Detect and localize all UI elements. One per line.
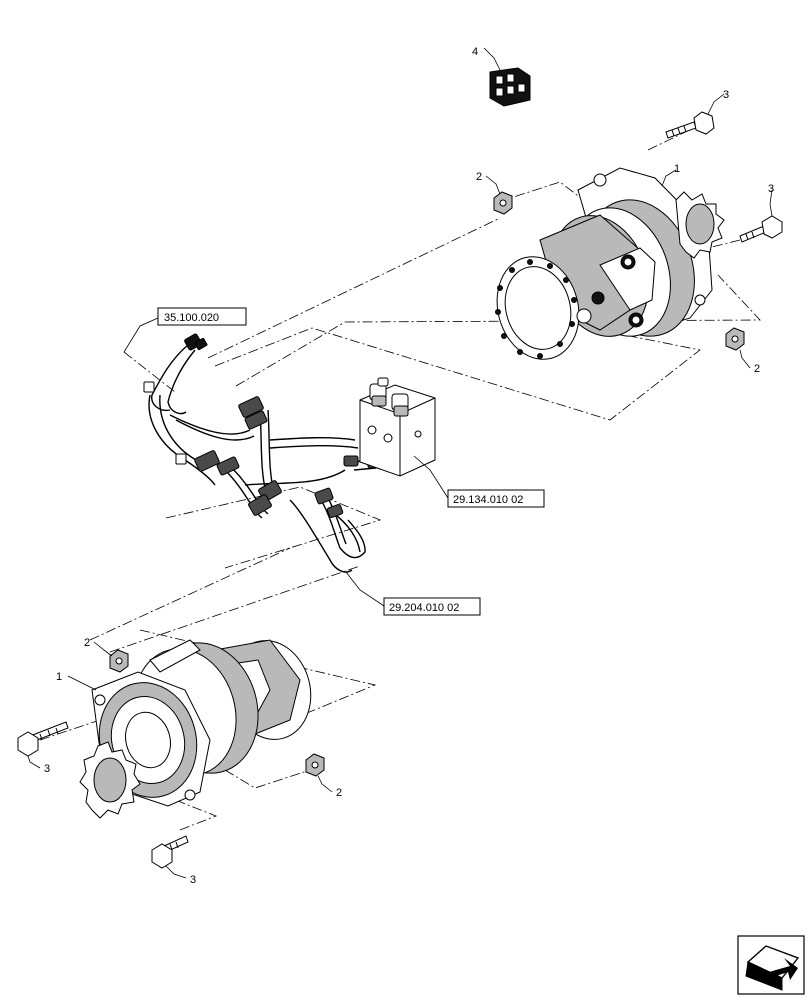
callout-bolt-top-right: 3 — [768, 183, 774, 195]
callout-nut-bottom-right: 2 — [336, 787, 342, 799]
reference-harness-text: 35.100.020 — [164, 312, 219, 324]
callout-motor-top: 1 — [674, 163, 680, 175]
nut-top-left[interactable] — [493, 191, 513, 215]
reference-valve[interactable]: 29.134.010 02 — [447, 489, 545, 508]
sprocket-bottom — [79, 741, 141, 819]
book-arrow-icon[interactable] — [737, 935, 805, 995]
end-cap-bolts — [495, 259, 577, 359]
callout-nut-top-left: 2 — [476, 171, 482, 183]
nut-bottom-left[interactable] — [109, 649, 129, 673]
bolt-bottom[interactable] — [151, 835, 189, 869]
hydraulic-hoses[interactable] — [289, 455, 383, 573]
leader-lines — [27, 47, 773, 879]
drive-motor-top[interactable] — [486, 167, 725, 369]
valve-block[interactable] — [359, 377, 436, 477]
callout-nut-bottom-left: 2 — [84, 637, 90, 649]
callout-bolt-top: 3 — [723, 89, 729, 101]
drive-motor-bottom[interactable] — [79, 631, 322, 819]
reference-hoses-text: 29.204.010 02 — [389, 602, 459, 614]
callout-labels: 4 3 3 1 2 2 2 1 3 2 3 — [44, 46, 774, 886]
connector-part[interactable] — [489, 67, 531, 107]
bolt-top[interactable] — [665, 111, 715, 139]
reference-harness[interactable]: 35.100.020 — [157, 307, 247, 326]
sprocket-top — [675, 191, 725, 259]
nut-bottom-right[interactable] — [305, 753, 325, 777]
callout-bolt-bottom: 3 — [190, 874, 196, 886]
reference-hoses[interactable]: 29.204.010 02 — [383, 597, 481, 616]
bolt-top-right[interactable] — [739, 215, 783, 243]
nut-top-right[interactable] — [725, 327, 745, 351]
callout-motor-bottom: 1 — [56, 671, 62, 683]
reference-valve-text: 29.134.010 02 — [453, 494, 523, 506]
wiring-harness[interactable] — [143, 333, 359, 519]
callout-connector: 4 — [472, 46, 478, 58]
callout-nut-top-right: 2 — [754, 363, 760, 375]
callout-bolt-bottom-left: 3 — [44, 763, 50, 775]
bolt-bottom-left[interactable] — [17, 721, 69, 757]
